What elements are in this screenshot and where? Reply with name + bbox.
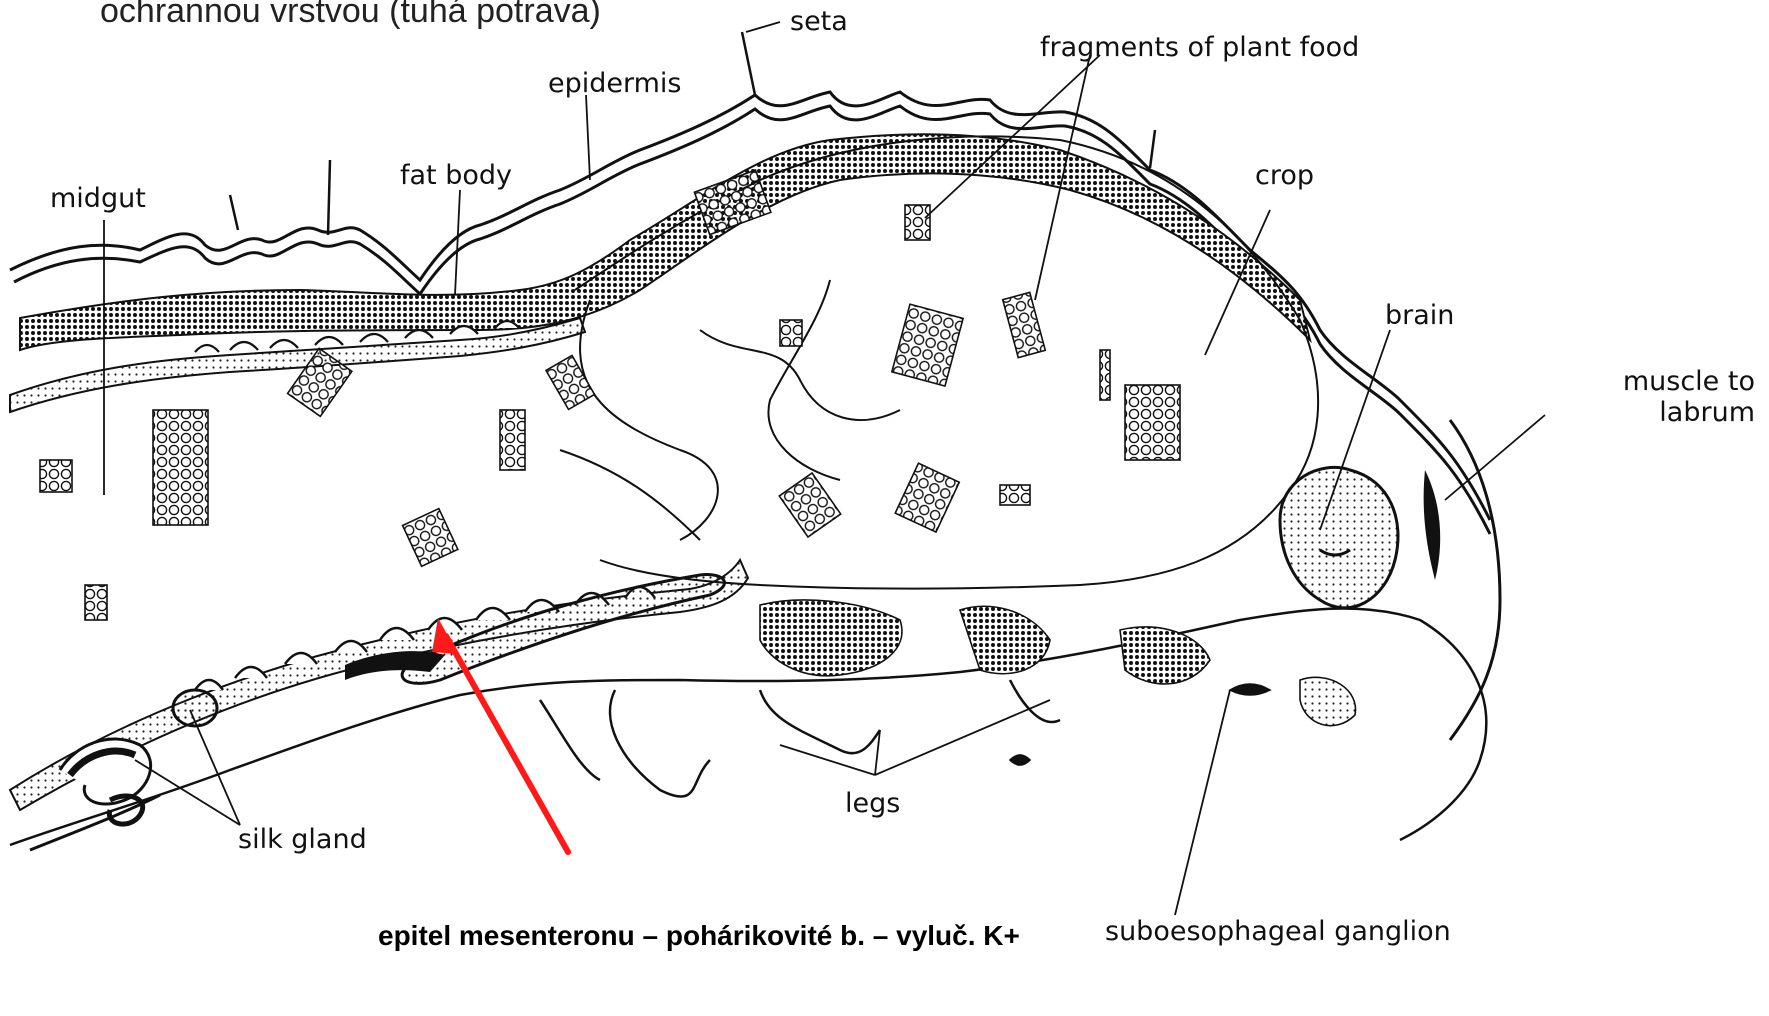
label-muscle-line1: muscle to	[1623, 366, 1755, 397]
body-wall-lower	[10, 608, 1486, 845]
label-fat-body: fat body	[400, 162, 512, 189]
label-fragments-of-plant-food: fragments of plant food	[1040, 34, 1359, 61]
plant-food-fragments	[40, 170, 1180, 620]
label-seta: seta	[790, 8, 848, 35]
label-crop: crop	[1255, 162, 1314, 189]
label-muscle-line2: labrum	[1659, 397, 1755, 428]
label-suboesophageal-ganglion: suboesophageal ganglion	[1105, 918, 1451, 945]
brain-structure	[1280, 467, 1398, 607]
lower-tissue-mass	[760, 600, 1356, 765]
fat-body-band	[20, 134, 1310, 350]
label-legs: legs	[845, 790, 900, 817]
label-brain: brain	[1385, 302, 1454, 329]
label-midgut: midgut	[50, 185, 146, 212]
annotation-caption: epitel mesenteronu – pohárikovité b. – v…	[378, 920, 1020, 952]
label-silk-gland: silk gland	[238, 826, 367, 853]
label-epidermis: epidermis	[548, 70, 682, 97]
label-muscle-to-labrum: muscle to labrum	[1580, 366, 1755, 428]
